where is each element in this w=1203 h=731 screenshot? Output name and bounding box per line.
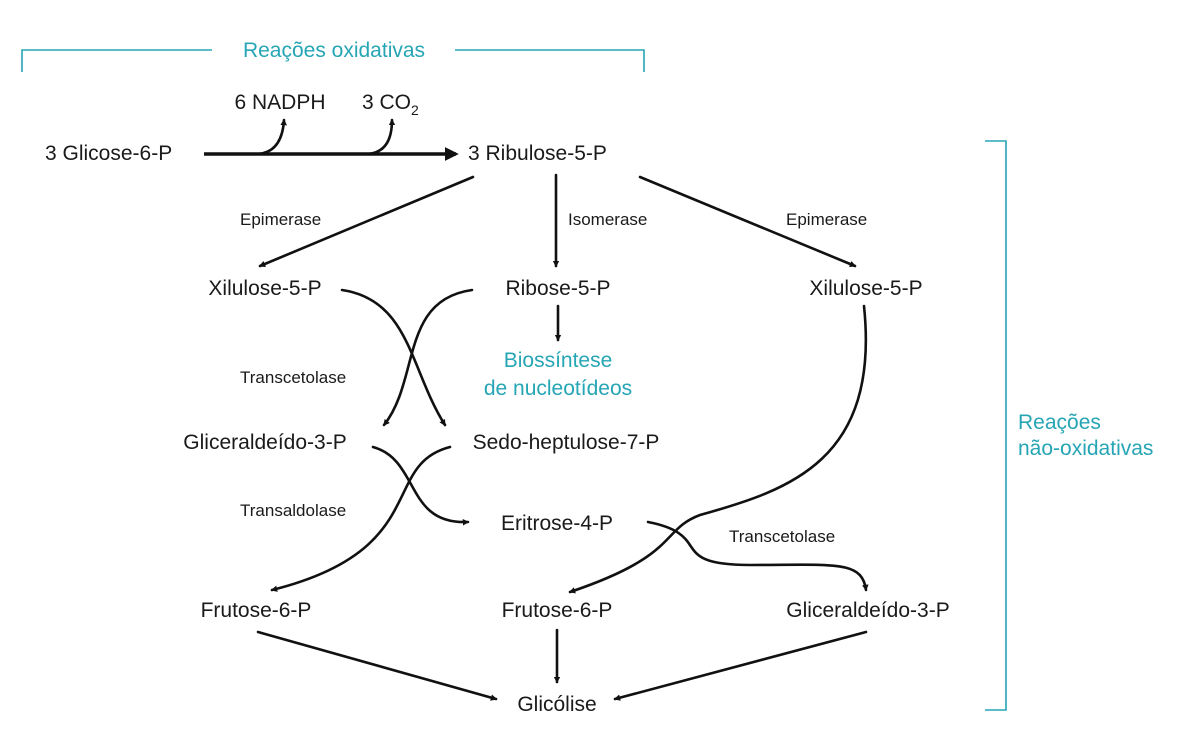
enzyme-transketolase-2: Transcetolase [729,527,835,546]
nonoxidative-bracket [985,140,1007,711]
node-sedoheptulose-7-p: Sedo-heptulose-7-P [473,431,660,454]
arrow-glyceraldehyde-to-erythrose [371,445,470,526]
enzyme-transketolase-1: Transcetolase [240,368,346,387]
arrow-nadph-branch [256,118,287,156]
arrow-xylulose-to-sedoheptulose [340,288,447,427]
co2-label: 3 CO2 [362,91,419,118]
arrow-xylulose-right-to-fructose-mid [568,304,867,594]
enzyme-transaldolase: Transaldolase [240,501,346,520]
nonoxidative-title-line1: Reações [1018,411,1101,434]
nadph-label: 6 NADPH [234,91,325,114]
node-ribulose-5-p: 3 Ribulose-5-P [468,142,607,165]
enzyme-isomerase: Isomerase [568,210,647,229]
node-erythrose-4-p: Eritrose-4-P [501,512,613,535]
arrow-ribose-to-glyceraldehyde [382,288,474,427]
oxidative-bracket [21,49,645,72]
node-glyceraldehyde-3-p-right: Gliceraldeído-3-P [786,599,949,622]
oxidative-title: Reações oxidativas [243,39,425,62]
node-fructose-6-p-mid: Frutose-6-P [502,599,613,622]
node-xylulose-5-p-left: Xilulose-5-P [208,277,321,300]
arrow-glyceraldehyde-right-to-glycolysis [613,630,868,701]
node-fructose-6-p-left: Frutose-6-P [201,599,312,622]
arrow-ribulose-to-xylulose-left [258,175,475,268]
node-xylulose-5-p-right: Xilulose-5-P [809,277,922,300]
node-ribose-5-p: Ribose-5-P [505,277,610,300]
arrow-sedoheptulose-to-fructose [270,445,452,592]
enzyme-epimerase-left: Epimerase [240,210,321,229]
node-glucose-6-p: 3 Glicose-6-P [45,142,172,165]
node-glycolysis: Glicólise [517,693,596,716]
co2-subscript: 2 [411,102,419,118]
biosynthesis-line1: Biossíntese [504,349,613,372]
arrow-fructose-left-to-glycolysis [256,630,498,701]
biosynthesis-line2: de nucleotídeos [484,377,632,400]
nonoxidative-title-line2: não-oxidativas [1018,437,1153,460]
enzyme-epimerase-right: Epimerase [786,210,867,229]
co2-prefix: 3 CO [362,91,411,114]
arrow-ribulose-to-xylulose-right [638,175,857,268]
arrow-erythrose-to-glyceraldehyde-right [646,520,869,592]
node-glyceraldehyde-3-p-left: Gliceraldeído-3-P [183,431,346,454]
arrow-co2-branch [366,118,396,156]
